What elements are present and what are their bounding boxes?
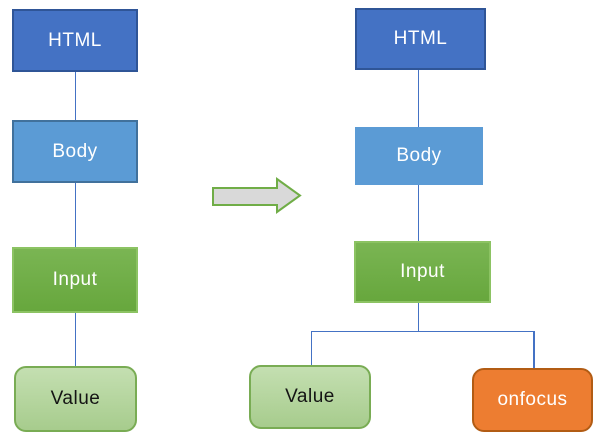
right-node-value: Value: [249, 365, 371, 429]
right-node-input: Input: [354, 241, 491, 303]
left-connector-input-value: [74, 313, 76, 366]
transform-arrow-icon: [210, 176, 304, 216]
left-connector-body-input: [74, 183, 76, 247]
right-node-html: HTML: [355, 8, 486, 70]
right-connector-html-body: [417, 70, 419, 127]
right-connector-branch-value: [310, 331, 312, 365]
right-node-body: Body: [355, 127, 483, 185]
left-connector-html-body: [74, 72, 76, 120]
left-node-body: Body: [12, 120, 138, 183]
right-connector-body-input: [417, 185, 419, 241]
left-node-input: Input: [12, 247, 138, 313]
left-node-html: HTML: [12, 9, 138, 72]
right-connector-branch: [310, 330, 535, 332]
right-connector-branch-onfocus: [533, 331, 535, 368]
right-connector-input-stem: [417, 303, 419, 331]
left-node-value: Value: [14, 366, 137, 432]
right-node-onfocus: onfocus: [472, 368, 593, 432]
